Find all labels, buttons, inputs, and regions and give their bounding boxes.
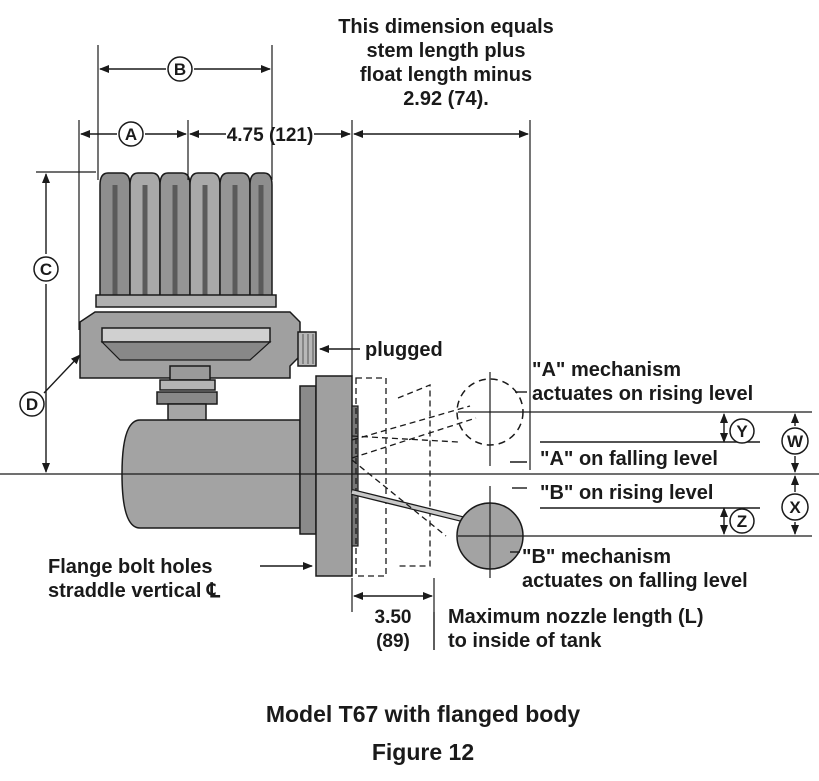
- label-c-circle: [33, 256, 59, 282]
- nozzle-note-line1: Maximum nozzle length (L): [448, 606, 704, 628]
- dimension-arrows: [42, 65, 799, 650]
- label-d: D: [26, 395, 38, 414]
- label-w: W: [787, 432, 804, 451]
- b-mechanism-line2: actuates on falling level: [522, 570, 748, 592]
- extension-lines: [0, 45, 819, 612]
- b-rising-label: "B" on rising level: [540, 482, 713, 504]
- label-w-circle: [781, 427, 809, 455]
- label-z-circle: [729, 508, 755, 534]
- label-x-circle: [781, 493, 809, 521]
- annotations: This dimension equals stem length plus f…: [48, 16, 753, 765]
- label-d-circle: [19, 391, 45, 417]
- label-c: C: [40, 260, 52, 279]
- label-b: B: [174, 60, 186, 79]
- b-mechanism-line1: "B" mechanism: [522, 546, 671, 568]
- label-y-circle: [729, 418, 755, 444]
- stem-note-line1: This dimension equals: [338, 16, 554, 38]
- figure-caption-model: Model T67 with flanged body: [266, 701, 581, 727]
- float-mechanism-illustration: [351, 377, 524, 577]
- plugged-label: plugged: [365, 339, 443, 361]
- dim-350-in: 3.50: [375, 607, 412, 628]
- a-mechanism-line2: actuates on rising level: [532, 383, 753, 405]
- body-chamber-illustration: [121, 375, 359, 577]
- label-z: Z: [737, 512, 747, 531]
- a-falling-label: "A" on falling level: [540, 448, 718, 470]
- stem-note-line3: float length minus: [360, 64, 532, 86]
- stem-note-line2: stem length plus: [367, 40, 526, 62]
- label-x: X: [789, 498, 801, 517]
- housing-illustration: [79, 311, 317, 421]
- flange-note-line2: straddle vertical ℄: [48, 580, 221, 602]
- flange-note-line1: Flange bolt holes: [48, 556, 212, 578]
- label-y: Y: [736, 422, 748, 441]
- label-a: A: [125, 125, 137, 144]
- dim-350-mm: (89): [376, 631, 410, 652]
- nozzle-note-line2: to inside of tank: [448, 630, 602, 652]
- a-mechanism-line1: "A" mechanism: [532, 359, 681, 381]
- figure-caption-number: Figure 12: [372, 739, 474, 765]
- stem-note-line4: 2.92 (74).: [403, 88, 489, 110]
- label-a-circle: [118, 121, 144, 147]
- circled-labels: B A C D Y W X Z: [19, 56, 809, 534]
- dim-475-label: 4.75 (121): [227, 125, 314, 146]
- switch-head-illustration: [95, 172, 277, 308]
- label-b-circle: [167, 56, 193, 82]
